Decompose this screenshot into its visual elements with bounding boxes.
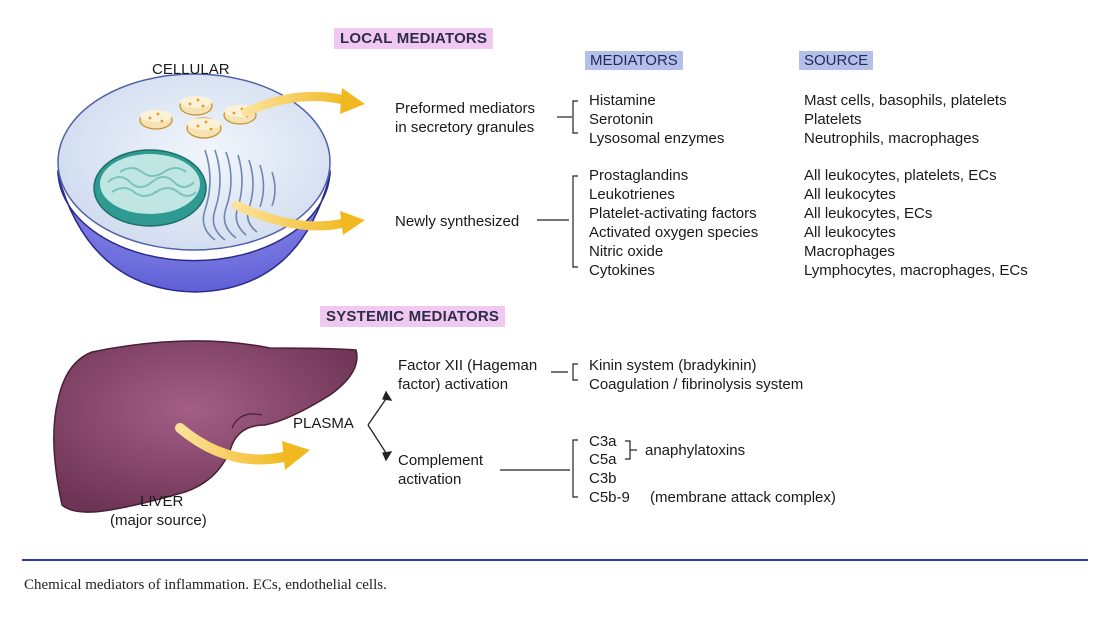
systemic-mediators-header: SYSTEMIC MEDIATORS xyxy=(320,306,506,327)
source-item: All leukocytes, platelets, ECs xyxy=(804,167,997,184)
mediator-item: Activated oxygen species xyxy=(589,224,759,241)
connector-lines xyxy=(500,100,637,498)
mediator-item: Lysosomal enzymes xyxy=(589,130,725,147)
factor-item: Kinin system (bradykinin) xyxy=(589,357,757,374)
mediator-item: Histamine xyxy=(589,92,656,109)
source-item: All leukocytes xyxy=(804,186,896,203)
mediator-item: Prostaglandins xyxy=(589,167,689,184)
arrow-preformed xyxy=(241,88,365,117)
cellular-label: CELLULAR xyxy=(152,61,230,78)
complement-item: C5b-9 xyxy=(589,489,630,506)
plasma-branch-arrows xyxy=(367,390,393,462)
mediator-item: Nitric oxide xyxy=(589,243,664,260)
complement-item: C3a xyxy=(589,433,617,450)
liver-illustration xyxy=(53,340,358,513)
local-mediators-header: LOCAL MEDIATORS xyxy=(334,28,494,49)
mediator-item: Leukotrienes xyxy=(589,186,675,203)
arrow-liver-plasma xyxy=(175,423,310,470)
factor-label-line1: Factor XII (Hageman xyxy=(398,357,538,374)
preformed-label-line2: in secretory granules xyxy=(395,119,535,136)
figure-caption: Chemical mediators of inflammation. ECs,… xyxy=(24,577,387,593)
source-item: Platelets xyxy=(804,111,862,128)
source-item: All leukocytes xyxy=(804,224,896,241)
source-item: Lymphocytes, macrophages, ECs xyxy=(804,262,1028,279)
source-item: All leukocytes, ECs xyxy=(804,205,933,222)
mediator-item: Platelet-activating factors xyxy=(589,205,757,222)
arrow-newly xyxy=(231,200,365,235)
cell-illustration xyxy=(57,73,331,293)
complement-label-line1: Complement xyxy=(398,452,484,469)
liver-label: LIVER xyxy=(140,493,184,510)
factor-label-line2: factor) activation xyxy=(398,376,509,393)
mediator-item: Serotonin xyxy=(589,111,654,128)
source-item: Neutrophils, macrophages xyxy=(804,130,980,147)
complement-item: C3b xyxy=(589,470,617,487)
mediators-column-header: MEDIATORS xyxy=(585,51,683,70)
preformed-label-line1: Preformed mediators xyxy=(395,100,536,117)
liver-sublabel: (major source) xyxy=(110,512,207,529)
source-item: Mast cells, basophils, platelets xyxy=(804,92,1007,109)
anaphylatoxins-label: anaphylatoxins xyxy=(645,442,746,459)
endoplasmic-reticulum xyxy=(202,149,276,241)
mediator-item: Cytokines xyxy=(589,262,655,279)
newly-synthesized-label: Newly synthesized xyxy=(395,213,520,230)
source-item: Macrophages xyxy=(804,243,895,260)
factor-item: Coagulation / fibrinolysis system xyxy=(589,376,804,393)
membrane-attack-complex-label: (membrane attack complex) xyxy=(650,489,836,506)
plasma-label: PLASMA xyxy=(293,415,354,432)
complement-label-line2: activation xyxy=(398,471,462,488)
nucleus xyxy=(93,149,207,227)
source-column-header: SOURCE xyxy=(799,51,874,70)
complement-item: C5a xyxy=(589,451,617,468)
